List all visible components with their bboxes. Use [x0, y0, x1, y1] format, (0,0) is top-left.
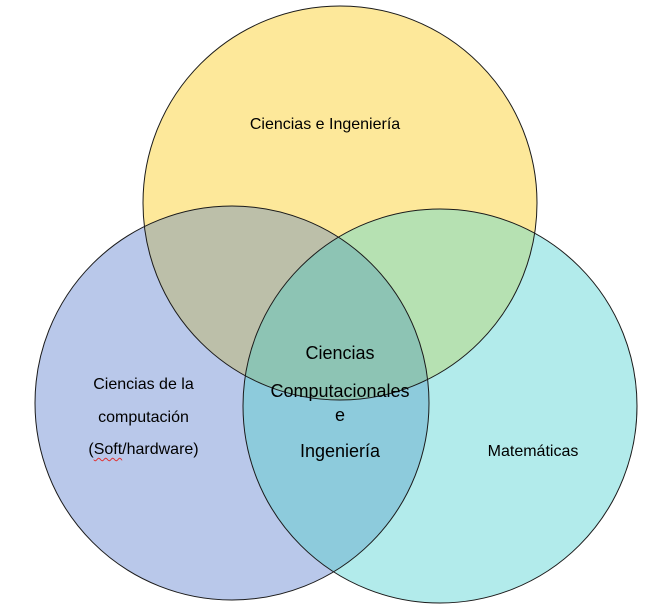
label-matematicas: Matemáticas [487, 443, 579, 460]
center-label-line1: Ciencias [305, 343, 375, 363]
center-label-line4: Ingeniería [299, 441, 381, 461]
circle-top-outline [142, 5, 538, 401]
overlap-center [243, 209, 429, 400]
label-computacion-line3: (Soft/hardware) [56, 441, 231, 459]
label-ciencias-ingenieria: Ciencias e Ingeniería [249, 116, 401, 133]
label-soft-misspelled: Soft [93, 441, 123, 458]
circle-left-outline [34, 205, 430, 601]
center-label-line3: e [334, 405, 345, 425]
label-computacion-line2: computación [98, 409, 189, 426]
center-label-line2: Computacionales [270, 381, 410, 401]
label-computacion-line1: Ciencias de la [93, 376, 194, 393]
circle-right-outline [242, 208, 638, 604]
label-paren-open: ( [88, 441, 94, 458]
label-hardware: /hardware) [122, 441, 199, 458]
